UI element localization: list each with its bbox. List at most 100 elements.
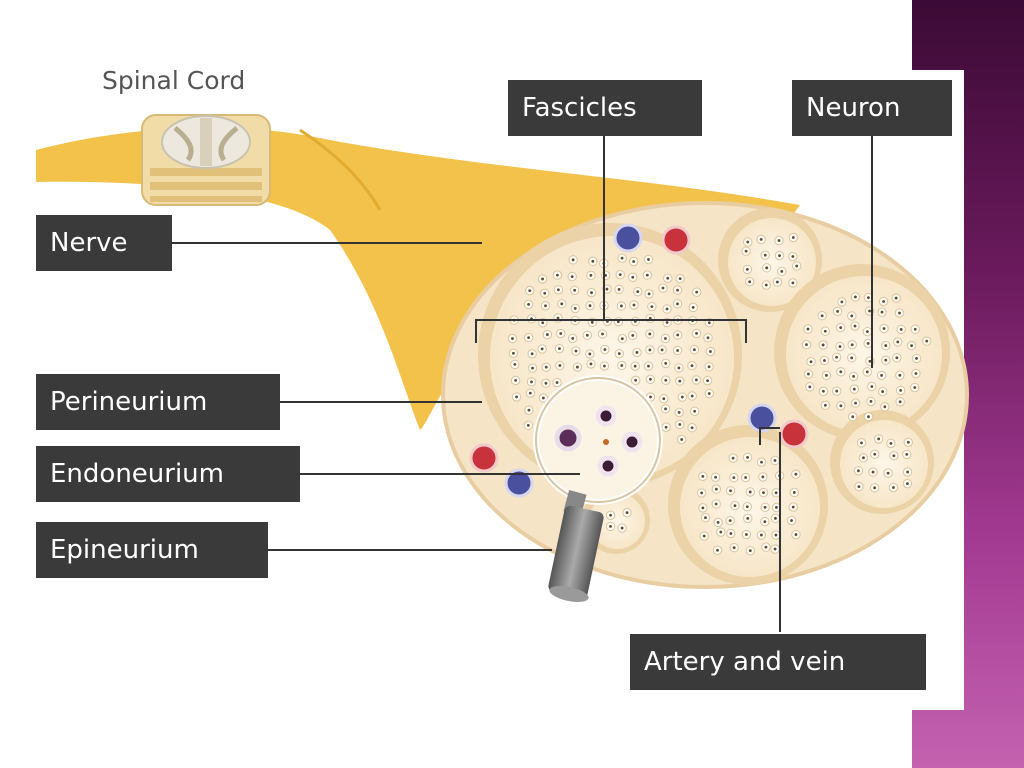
neuron-core bbox=[914, 372, 918, 375]
neuron-core bbox=[877, 437, 881, 441]
neuron-core bbox=[700, 491, 704, 495]
neuron-core bbox=[860, 441, 863, 445]
neuron-core bbox=[898, 400, 902, 404]
neuron-core bbox=[690, 426, 694, 430]
neuron-core bbox=[647, 292, 651, 296]
neuron-core bbox=[677, 366, 681, 370]
neuron-core bbox=[555, 381, 559, 384]
neuron-core bbox=[746, 516, 750, 520]
blood-vessels bbox=[469, 223, 809, 498]
neuron-core bbox=[648, 332, 652, 336]
neuron-core bbox=[732, 546, 736, 550]
neuron-core bbox=[512, 351, 515, 355]
neuron-core bbox=[709, 350, 712, 353]
neuron-core bbox=[728, 519, 732, 523]
neuron-core bbox=[760, 460, 763, 464]
neuron-core bbox=[528, 391, 532, 395]
neuron-core bbox=[676, 349, 680, 352]
neuron-core bbox=[805, 343, 808, 347]
neuron-core bbox=[894, 296, 898, 300]
neuron-core bbox=[545, 333, 549, 336]
neuron-core bbox=[838, 345, 842, 348]
neuron-core bbox=[527, 408, 531, 412]
neuron-core bbox=[775, 506, 778, 509]
neuron-core bbox=[603, 348, 607, 351]
neuron-core bbox=[763, 505, 767, 509]
neuron-core bbox=[678, 423, 682, 426]
neuron-core bbox=[588, 304, 592, 308]
neuron-core bbox=[763, 253, 767, 257]
label-neuron: Neuron bbox=[792, 80, 952, 136]
neuron-core bbox=[609, 525, 612, 528]
neuron-core bbox=[729, 532, 733, 535]
neuron-core bbox=[853, 324, 857, 328]
neuron-core bbox=[560, 302, 564, 306]
neuron-core bbox=[884, 344, 888, 347]
neuron-core bbox=[556, 316, 560, 320]
neuron-core bbox=[558, 347, 561, 351]
neuron-core bbox=[664, 378, 668, 382]
neuron-core bbox=[871, 470, 875, 474]
neuron-core bbox=[706, 379, 709, 383]
neuron-core bbox=[780, 269, 784, 273]
neuron-core bbox=[866, 342, 870, 345]
neuron-core bbox=[664, 425, 668, 429]
neuron-core bbox=[618, 273, 622, 277]
neuron-core bbox=[868, 359, 872, 363]
neuron-core bbox=[899, 328, 903, 331]
neuron-core bbox=[664, 407, 667, 411]
neuron-core bbox=[528, 289, 532, 293]
label-fascicles: Fascicles bbox=[508, 80, 702, 136]
neuron-core bbox=[544, 365, 548, 369]
neuron-core bbox=[573, 288, 577, 292]
neuron-core bbox=[791, 255, 795, 258]
neuron-core bbox=[649, 395, 652, 399]
neuron-core bbox=[616, 320, 620, 324]
neuron-core bbox=[603, 364, 606, 368]
neuron-core bbox=[880, 310, 884, 314]
neuron-core bbox=[707, 392, 711, 395]
neuron-core bbox=[511, 337, 514, 340]
neuron-core bbox=[910, 344, 913, 348]
neuron-core bbox=[676, 302, 679, 306]
neuron-core bbox=[588, 352, 592, 356]
neuron-core bbox=[895, 356, 899, 360]
neuron-core bbox=[899, 389, 903, 392]
neuron-core bbox=[620, 364, 624, 367]
neuron-core bbox=[839, 404, 843, 408]
neuron-core bbox=[808, 385, 812, 389]
neuron-core bbox=[647, 258, 650, 261]
neuron-core bbox=[590, 291, 593, 295]
neuron-core bbox=[620, 337, 624, 341]
neuron-core bbox=[857, 485, 861, 488]
label-spinal-cord: Spinal Cord bbox=[102, 66, 246, 95]
neuron-core bbox=[795, 264, 799, 268]
neuron-core bbox=[714, 502, 718, 506]
neuron-core bbox=[774, 516, 777, 520]
label-endoneurium: Endoneurium bbox=[36, 446, 300, 502]
neuron-core bbox=[809, 360, 813, 364]
neuron-core bbox=[589, 273, 593, 277]
neuron-core bbox=[716, 548, 719, 552]
neuron-core bbox=[527, 303, 530, 306]
neuron-core bbox=[913, 327, 917, 331]
neuron-core bbox=[744, 249, 748, 253]
neuron-core bbox=[544, 304, 547, 308]
neuron-core bbox=[707, 321, 711, 325]
neuron-core bbox=[905, 482, 909, 486]
neuron-core bbox=[764, 545, 768, 549]
neuron-core bbox=[609, 513, 612, 517]
neuron-core bbox=[576, 365, 579, 369]
neuron-core bbox=[850, 343, 854, 347]
neuron-core bbox=[625, 511, 629, 515]
neuron-core bbox=[853, 295, 857, 299]
neuron-core bbox=[634, 378, 638, 382]
neuron-core bbox=[898, 311, 901, 315]
neuron-core bbox=[850, 314, 854, 318]
neuron-core bbox=[691, 305, 695, 309]
neuron-core bbox=[763, 520, 767, 524]
neuron-core bbox=[574, 349, 578, 353]
neuron-core bbox=[702, 534, 706, 538]
neuron-core bbox=[695, 290, 699, 294]
neuron-core bbox=[680, 438, 684, 441]
